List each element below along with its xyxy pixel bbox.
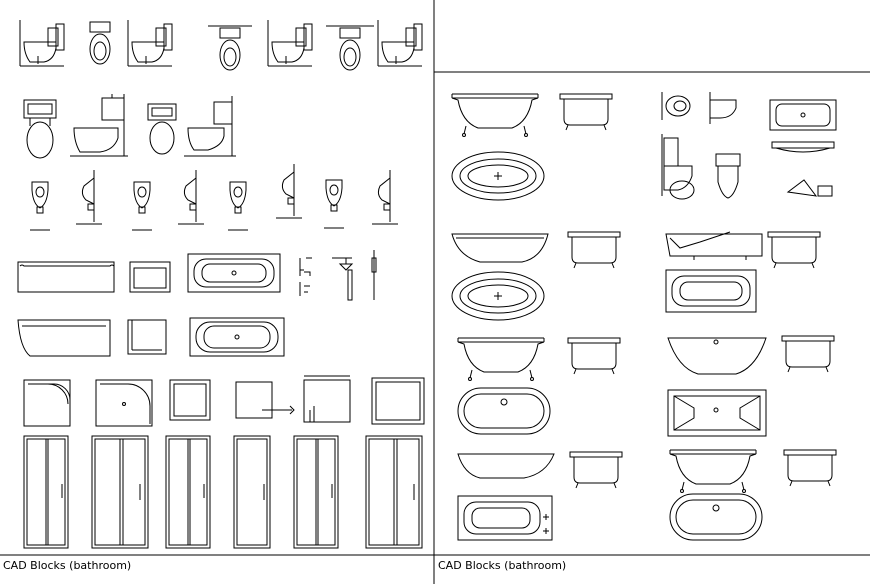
small-bathtub [567, 231, 621, 269]
bathtub-plan-rect [668, 390, 766, 436]
shower-enclosure-elevation [304, 376, 350, 422]
urinal-front [29, 181, 51, 231]
small-bathtub [567, 337, 621, 375]
toilet-side-elevation [377, 19, 423, 67]
urinal-side [275, 163, 303, 219]
bathtub-end-elevation [128, 320, 166, 354]
shower-door [366, 436, 422, 548]
close-coupled-toilet-side [662, 134, 694, 199]
square-shower-tray [372, 378, 424, 424]
small-bathtub [559, 93, 613, 131]
bathtub-row-2 [18, 318, 284, 356]
bathtub-elevation [18, 320, 110, 356]
quadrant-shower-tray [96, 380, 152, 426]
sheet-caption-left: CAD Blocks (bathroom) [3, 559, 132, 572]
sheet-caption-right: CAD Blocks (bathroom) [438, 559, 567, 572]
toilet-plan [89, 21, 111, 65]
toilet-side-elevation [127, 19, 173, 67]
shower-door [23, 435, 69, 549]
urinal-side [371, 169, 399, 225]
freeform-bathtub-plan [451, 151, 545, 201]
bathtub-elevation [458, 454, 554, 478]
bathtub-elevation [452, 234, 548, 262]
clawfoot-bathtub [669, 449, 757, 493]
vanity-basin-plan [770, 100, 836, 130]
wall-hung-toilet-side [710, 92, 736, 124]
wall-hung-toilet-front [24, 100, 56, 158]
corner-basin-plan [788, 180, 832, 196]
urinal-side [177, 169, 205, 225]
square-shower-tray [170, 380, 210, 420]
bathtub-with-panel [666, 232, 762, 260]
shower-rail [348, 250, 376, 300]
toilet-side-elevation [19, 19, 65, 67]
left-sheet [18, 19, 424, 549]
urinal-front [131, 181, 153, 231]
toilet-plan-wall [326, 26, 374, 71]
shower-tray-row [24, 376, 424, 426]
bathtub-plan-double [190, 318, 284, 356]
clawfoot-bathtub [451, 93, 539, 137]
freestanding-bathtub-elevation [668, 338, 766, 374]
urinal-side [75, 169, 103, 225]
wall-hung-toilet-front [148, 104, 176, 154]
bathtub-plan [187, 253, 281, 293]
shower-door [92, 436, 148, 548]
urinal-front [323, 179, 345, 229]
shower-door [234, 436, 270, 548]
bathtub-end-elevation [130, 262, 170, 292]
bathtub-plan-rect [666, 270, 756, 312]
basin-elevation [772, 142, 834, 152]
square-shower-tray [236, 382, 294, 418]
toilet-plan-wall [208, 26, 252, 71]
capsule-bathtub-plan [669, 493, 763, 541]
oval-bathtub-plan [451, 271, 545, 321]
toilet-row-1 [19, 19, 423, 71]
shower-valves [300, 258, 312, 296]
small-bathtub [767, 231, 821, 269]
toilet-row-2 [24, 94, 236, 158]
small-bathtub [781, 335, 835, 373]
close-coupled-toilet-front [716, 154, 740, 198]
small-bathtub [783, 449, 837, 487]
clawfoot-bathtub [457, 337, 545, 381]
wall-hung-toilet-side [184, 96, 236, 156]
shower-door [293, 435, 339, 549]
shower-head [332, 258, 352, 270]
toilet-plan-wall [662, 92, 690, 120]
quadrant-shower-tray [24, 380, 70, 426]
bathtub-row-1 [18, 250, 376, 300]
urinal-front [227, 181, 249, 231]
toilet-side-elevation [267, 19, 313, 67]
whirlpool-bathtub-plan [458, 496, 552, 540]
wall-hung-toilet-side [70, 94, 128, 156]
urinal-row [29, 163, 399, 231]
shower-door-row [23, 435, 422, 549]
small-bathtub [569, 451, 623, 489]
shower-door [165, 435, 211, 549]
right-sheet [451, 92, 837, 541]
capsule-bathtub-plan [457, 387, 551, 435]
bathtub-elevation [18, 262, 114, 292]
